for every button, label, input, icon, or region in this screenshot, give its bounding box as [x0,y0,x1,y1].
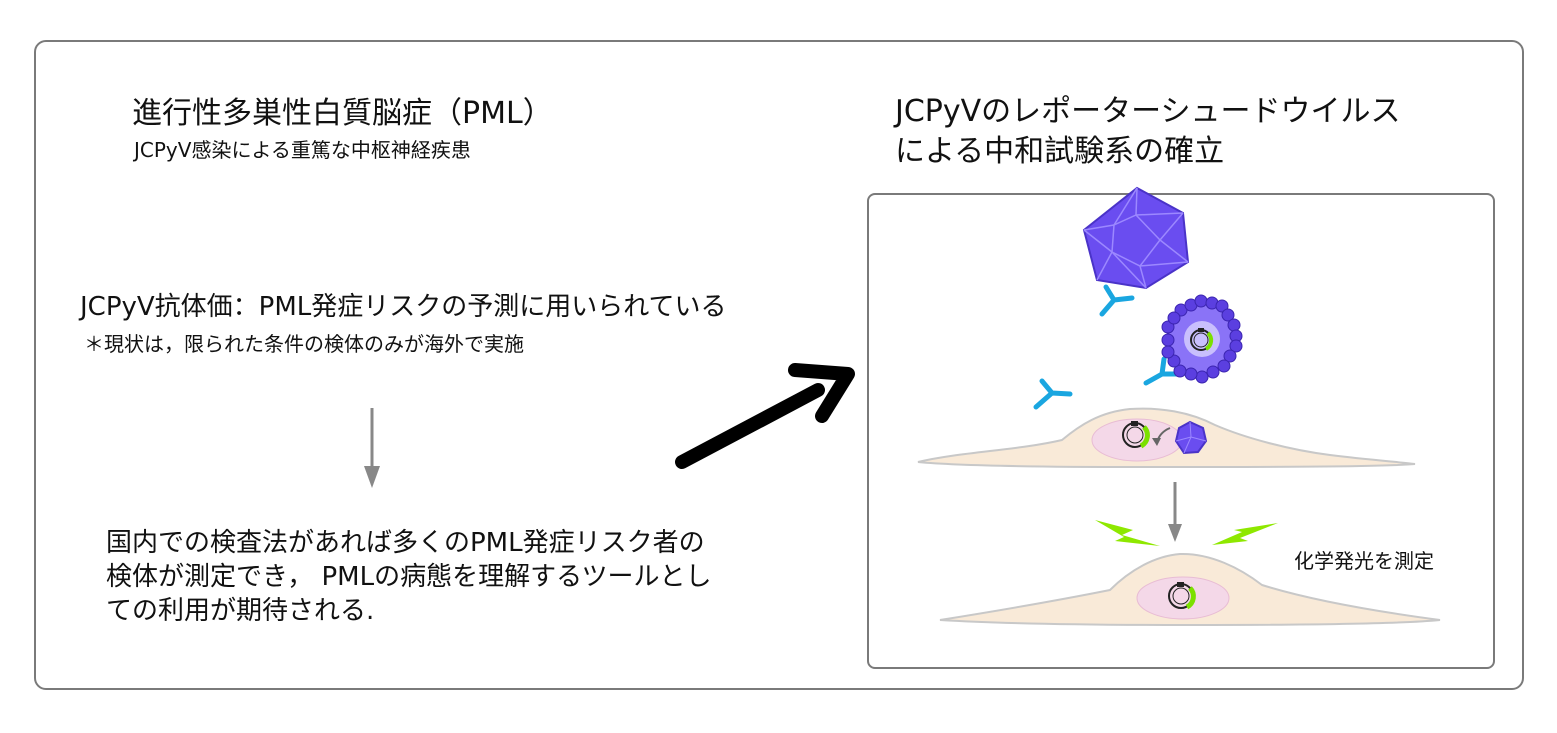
antibody-titer-text: JCPyV抗体価：PML発症リスクの予測に用いられている [80,292,727,322]
antibody-icon [1033,378,1073,410]
conclusion-line-1: 国内での検査法があれば多くのPML発症リスク者の [106,528,705,558]
antibody-icon [1143,356,1179,386]
conclusion-line-2: 検体が測定でき， PMLの病態を理解するツールとし [106,562,712,592]
luminescent-cell-icon [939,552,1441,627]
right-heading-line-2: による中和試験系の確立 [895,134,1225,169]
right-heading-line-1: JCPyVのレポーターシュードウイルス [895,94,1401,129]
pseudovirus-icon [1161,294,1243,384]
down-arrow-right [1168,482,1182,542]
plasmid-icon [1190,328,1214,351]
plasmid-icon [1168,582,1196,610]
host-cell-icon [917,407,1416,469]
big-arrow-icon [675,363,855,469]
luminescence-label: 化学発光を測定 [1294,549,1434,573]
antibody-note: ＊現状は，限られた条件の検体のみが海外で実施 [84,332,524,356]
down-arrow-left [364,408,380,488]
assay-illustration-panel [867,193,1495,669]
luminescence-flash-icon [1212,523,1278,545]
left-subheading: JCPyV感染による重篤な中枢神経疾患 [134,138,471,162]
antibody-icon [1099,284,1135,317]
virus-particle-icon [1082,186,1190,290]
outer-frame [34,40,1524,690]
conclusion-line-3: ての利用が期待される. [106,596,375,626]
left-heading: 進行性多巣性白質脳症（PML） [132,96,553,131]
luminescence-flash-icon [1095,520,1160,546]
plasmid-icon [1122,421,1150,449]
